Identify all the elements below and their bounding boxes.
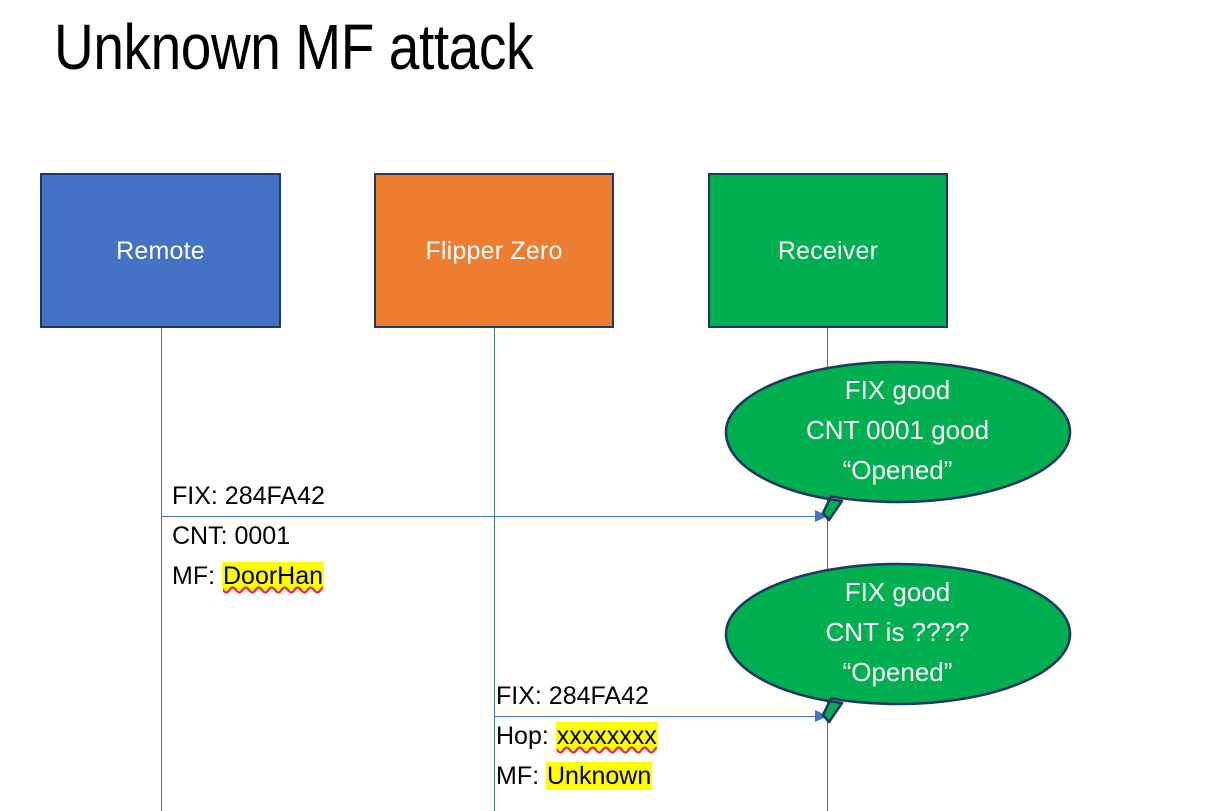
message-line: FIX: 284FA42 bbox=[172, 476, 325, 516]
message-line-value-highlighted: DoorHan bbox=[222, 562, 325, 590]
actor-box-flipper[interactable]: Flipper Zero bbox=[374, 173, 614, 328]
message-line-value: 0001 bbox=[234, 522, 291, 550]
callout-receiver-first: FIX good CNT 0001 good “Opened” bbox=[724, 360, 1072, 522]
message-line: CNT: 0001 bbox=[172, 516, 325, 556]
page-title: Unknown MF attack bbox=[54, 11, 534, 83]
message-line-label: CNT: bbox=[172, 522, 235, 550]
actor-box-receiver[interactable]: Receiver bbox=[708, 173, 948, 328]
lifeline-remote bbox=[160, 328, 163, 811]
message-line-value: 284FA42 bbox=[548, 682, 649, 710]
callout-shape bbox=[724, 360, 1072, 522]
callout-receiver-second: FIX good CNT is ???? “Opened” bbox=[724, 562, 1072, 724]
message-line-label: MF: bbox=[496, 762, 546, 790]
message-label-flipper-to-receiver: FIX: 284FA42 Hop: xxxxxxxx MF: Unknown bbox=[496, 676, 658, 796]
message-line-value-highlighted: xxxxxxxx bbox=[555, 722, 658, 750]
message-arrow-remote-to-receiver bbox=[161, 511, 828, 521]
actor-label-receiver: Receiver bbox=[777, 236, 879, 265]
message-line: Hop: xxxxxxxx bbox=[496, 716, 658, 756]
message-line: MF: Unknown bbox=[496, 756, 658, 796]
message-line-label: FIX: bbox=[496, 682, 549, 710]
message-line-label: Hop: bbox=[496, 722, 556, 750]
message-line: FIX: 284FA42 bbox=[496, 676, 658, 716]
lifeline-flipper bbox=[493, 328, 496, 811]
message-line-value-highlighted: Unknown bbox=[546, 762, 653, 790]
actor-box-remote[interactable]: Remote bbox=[40, 173, 281, 328]
message-line-label: MF: bbox=[172, 562, 222, 590]
callout-shape bbox=[724, 562, 1072, 724]
message-label-remote-to-receiver: FIX: 284FA42 CNT: 0001 MF: DoorHan bbox=[172, 476, 325, 596]
message-line-value: 284FA42 bbox=[224, 482, 325, 510]
actor-label-remote: Remote bbox=[116, 236, 205, 265]
actor-label-flipper: Flipper Zero bbox=[425, 236, 563, 265]
message-arrow-flipper-to-receiver bbox=[494, 711, 828, 721]
message-line: MF: DoorHan bbox=[172, 556, 325, 596]
message-line-label: FIX: bbox=[172, 482, 225, 510]
